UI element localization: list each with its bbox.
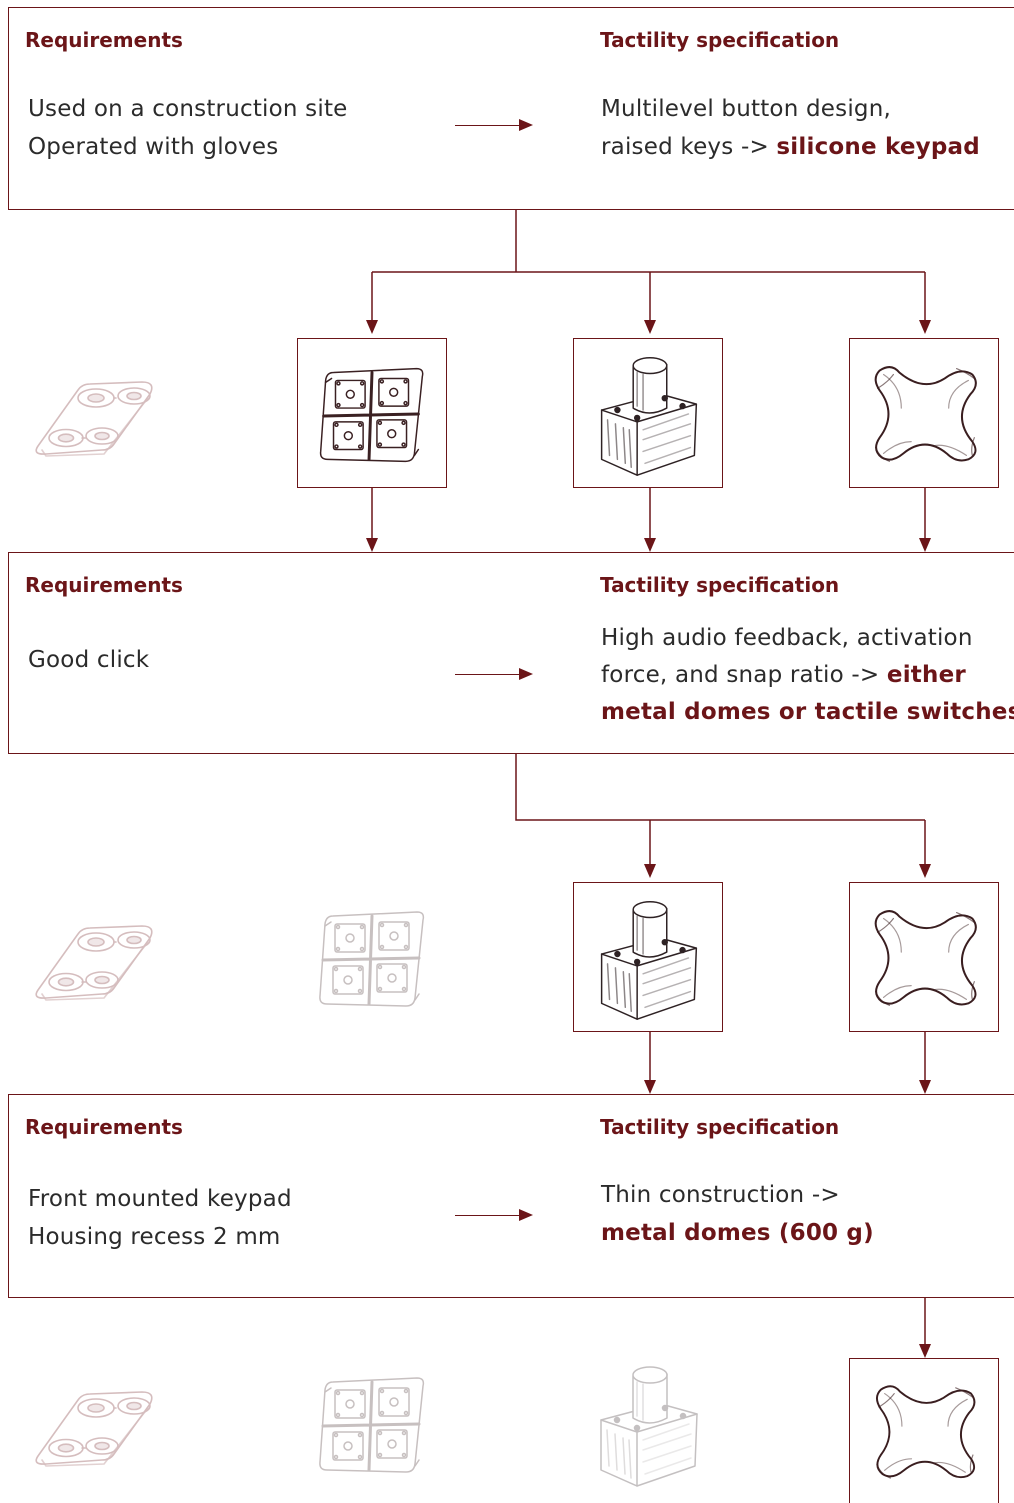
- arrow-right-icon: [455, 119, 533, 131]
- spec-line: Thin construction ->: [601, 1182, 840, 1208]
- arrow-right-icon: [455, 668, 533, 680]
- requirement-item: Good click: [28, 647, 150, 673]
- requirement-item: Operated with gloves: [28, 134, 279, 160]
- step-1-panel: Requirements Tactility specification Use…: [8, 7, 1014, 210]
- tactile-switch-icon: [573, 1348, 723, 1498]
- requirements-heading: Requirements: [25, 1115, 183, 1139]
- spec-highlight: either: [886, 662, 966, 688]
- spec-text: force, and snap ratio ->: [601, 662, 887, 688]
- step-3-panel: Requirements Tactility specification Fro…: [8, 1094, 1014, 1298]
- spec-text: raised keys ->: [601, 134, 777, 160]
- metal-dome-icon: [849, 338, 999, 488]
- requirements-heading: Requirements: [25, 573, 183, 597]
- silicone-keypad-icon: [297, 1348, 447, 1498]
- requirements-heading: Requirements: [25, 28, 183, 52]
- silicone-keypad-icon: [297, 882, 447, 1032]
- spec-highlight-line: metal domes or tactile switches: [601, 699, 1014, 725]
- requirement-item: Front mounted keypad: [28, 1186, 292, 1212]
- silicone-keypad-icon: [297, 338, 447, 488]
- membrane-keypad-icon: [16, 882, 166, 1032]
- spec-line: raised keys -> silicone keypad: [601, 129, 980, 166]
- spec-highlight: silicone keypad: [776, 134, 980, 160]
- requirement-item: Used on a construction site: [28, 96, 348, 122]
- metal-dome-icon: [849, 882, 999, 1032]
- spec-line: Multilevel button design,: [601, 96, 892, 122]
- spec-line: force, and snap ratio -> either: [601, 657, 966, 694]
- spec-highlight-line: metal domes (600 g): [601, 1220, 874, 1246]
- membrane-keypad-icon: [16, 1348, 166, 1498]
- tactile-switch-icon: [573, 338, 723, 488]
- metal-dome-icon: [849, 1358, 999, 1503]
- spec-heading: Tactility specification: [600, 573, 840, 597]
- requirement-item: Housing recess 2 mm: [28, 1224, 281, 1250]
- step-2-panel: Requirements Tactility specification Goo…: [8, 552, 1014, 754]
- tactile-switch-icon: [573, 882, 723, 1032]
- membrane-keypad-icon: [16, 338, 166, 488]
- spec-heading: Tactility specification: [600, 1115, 840, 1139]
- spec-line: High audio feedback, activation: [601, 625, 973, 651]
- arrow-right-icon: [455, 1209, 533, 1221]
- spec-heading: Tactility specification: [600, 28, 840, 52]
